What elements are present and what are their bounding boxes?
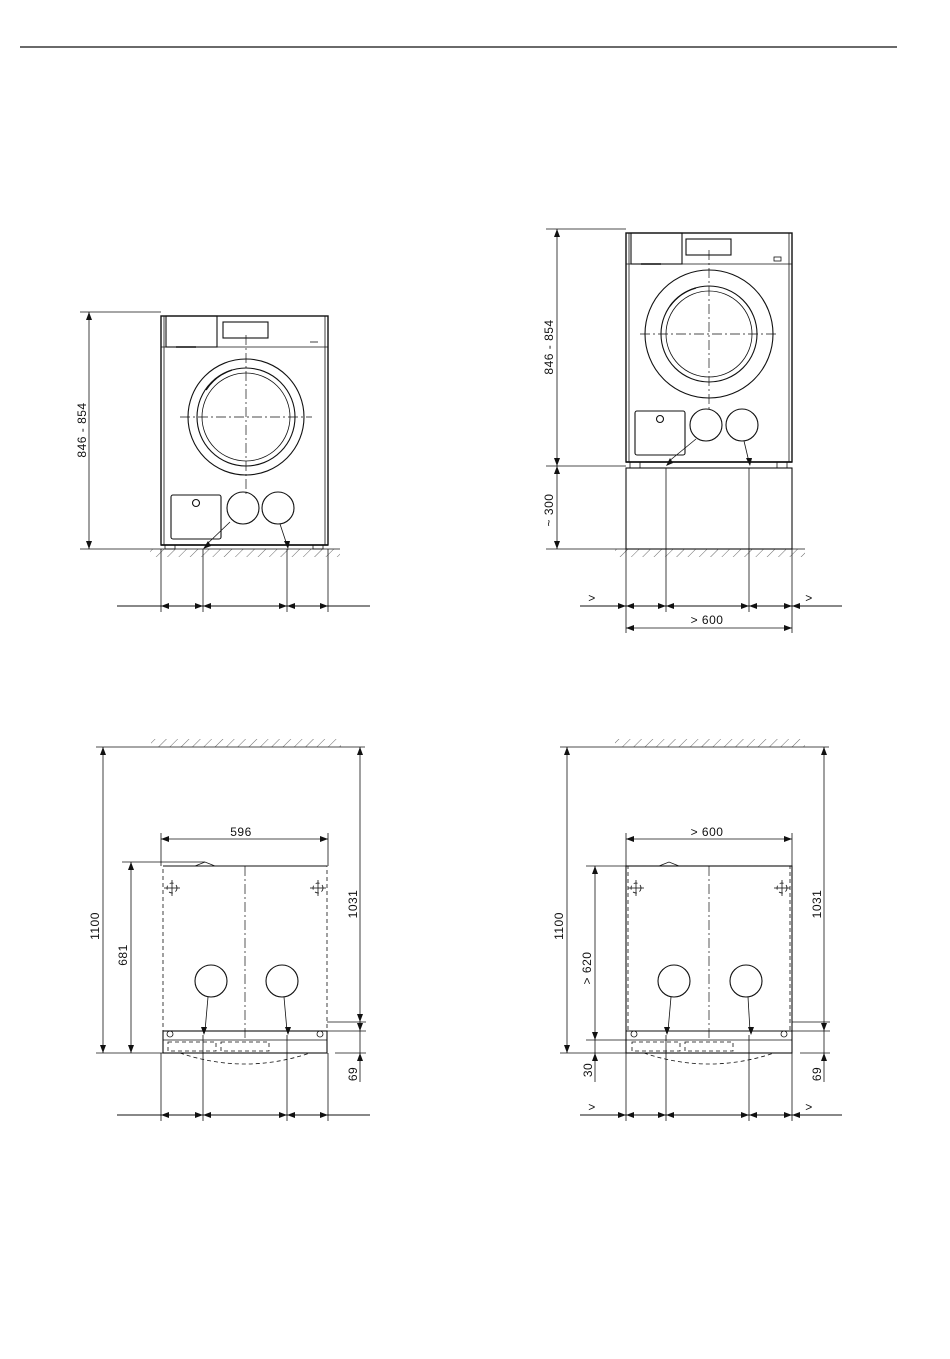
rear-offset-label: 69: [810, 1067, 824, 1081]
gap-left-label: >: [588, 1100, 596, 1114]
control-display: [686, 239, 731, 255]
front-offset-label: 30: [581, 1063, 595, 1077]
depth-dimension-label: > 620: [580, 952, 594, 985]
drain-pump-cover: [635, 411, 685, 455]
detergent-drawer: [166, 316, 217, 347]
hose-connection-right: [730, 965, 762, 997]
gap-left-label: >: [588, 591, 596, 605]
floor-hatch: [615, 549, 805, 557]
control-display: [223, 322, 268, 338]
height-dimension-label: 846 - 854: [75, 402, 89, 457]
top-view-plinth: > 600 1100 > 620 3: [552, 739, 842, 1121]
drain-pump-cover: [171, 495, 221, 539]
width-dimension-label: > 600: [691, 613, 724, 627]
overall-depth-label: 1100: [552, 912, 566, 940]
plinth-height-label: ~ 300: [542, 494, 556, 527]
gap-right-label: >: [805, 1100, 813, 1114]
overall-depth-label: 1100: [88, 912, 102, 940]
side-depth-label: 1031: [346, 890, 360, 919]
front-view-standard: 846 - 854: [75, 312, 370, 612]
height-dimension-label: 846 - 854: [542, 319, 556, 374]
hose-connection-right: [266, 965, 298, 997]
front-view-plinth: 846 - 854 ~ 300 > > > 600: [542, 229, 842, 633]
width-dimension-label: 596: [230, 825, 252, 839]
hose-connection-right: [726, 409, 758, 441]
width-dimension-label: > 600: [691, 825, 724, 839]
top-view-standard: 596 1100 681: [88, 739, 370, 1121]
side-depth-label: 1031: [810, 890, 824, 919]
floor-hatch: [150, 549, 340, 557]
wall-hatch: [615, 739, 805, 747]
hose-connection-left: [658, 965, 690, 997]
rear-offset-label: 69: [346, 1067, 360, 1081]
detergent-drawer: [631, 233, 682, 264]
hose-connection-left: [227, 492, 259, 524]
hose-connection-right: [262, 492, 294, 524]
depth-dimension-label: 681: [116, 944, 130, 966]
hose-connection-left: [690, 409, 722, 441]
wall-hatch: [151, 739, 341, 747]
plinth-block: [626, 468, 792, 549]
hose-connection-left: [195, 965, 227, 997]
gap-right-label: >: [805, 591, 813, 605]
